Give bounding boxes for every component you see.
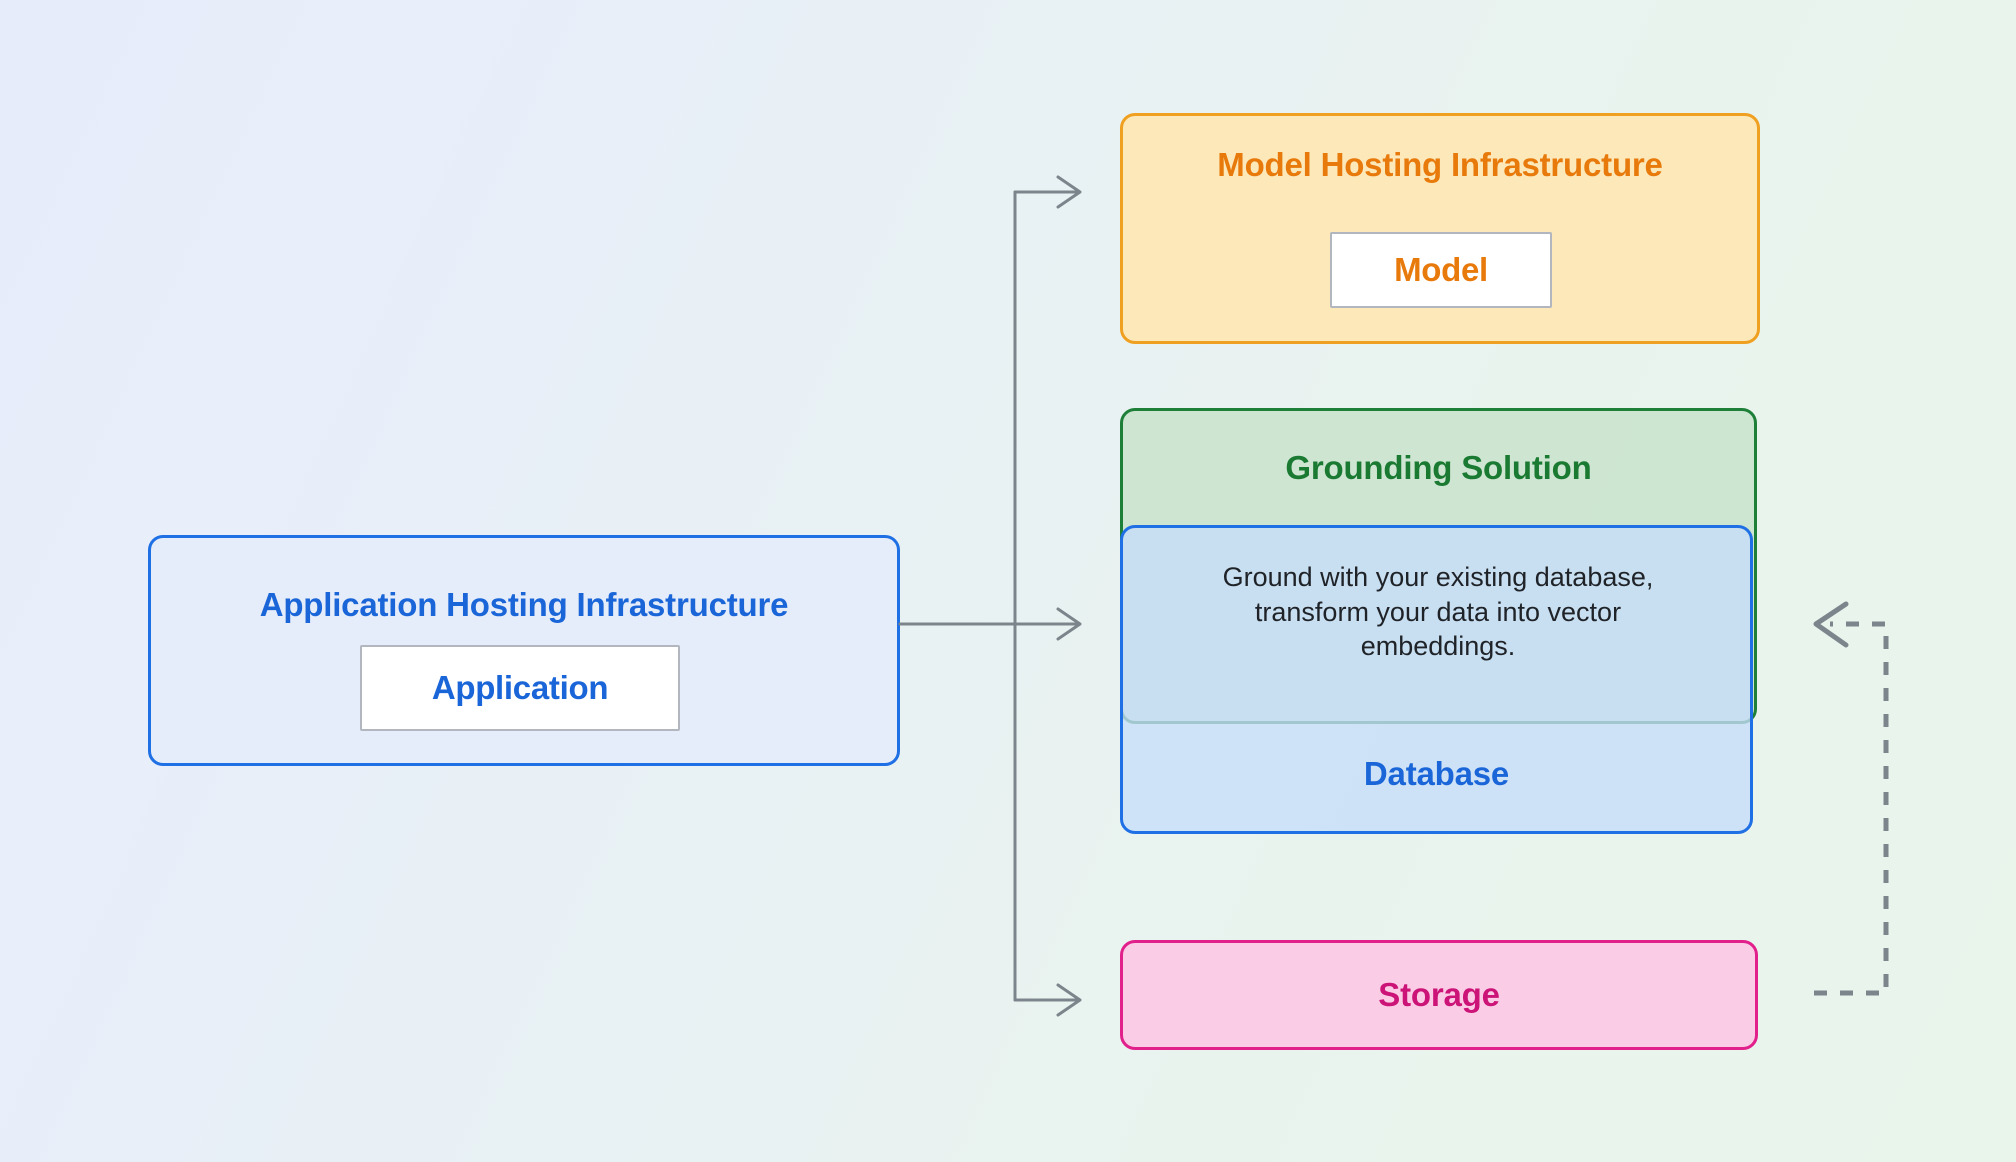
arrowhead-to-storage [1056,983,1082,1017]
node-database[interactable]: Database [1120,525,1753,834]
chip-model[interactable]: Model [1330,232,1552,308]
arrowhead-to-grounding [1056,607,1082,641]
storage-title: Storage [1378,976,1500,1013]
chip-application[interactable]: Application [360,645,680,731]
database-title: Database [1363,755,1510,792]
application-hosting-title: Application Hosting Infrastructure [259,586,789,623]
node-storage[interactable]: Storage [1120,940,1758,1050]
arrowhead-to-database [1813,601,1849,648]
connector-solid-group [898,175,1082,1017]
connector-dashed-group [1813,601,1889,996]
connector-storage-to-database-dashed [1814,621,1889,996]
arrowhead-to-model-hosting [1056,175,1082,209]
node-model-hosting-infrastructure[interactable]: Model Hosting Infrastructure [1120,113,1760,344]
grounding-solution-title: Grounding Solution [1285,449,1592,486]
chip-model-label: Model [1394,251,1488,288]
chip-application-label: Application [431,669,609,706]
grounding-solution-description: Ground with your existing database, tran… [1222,562,1654,662]
model-hosting-title: Model Hosting Infrastructure [1217,146,1663,183]
